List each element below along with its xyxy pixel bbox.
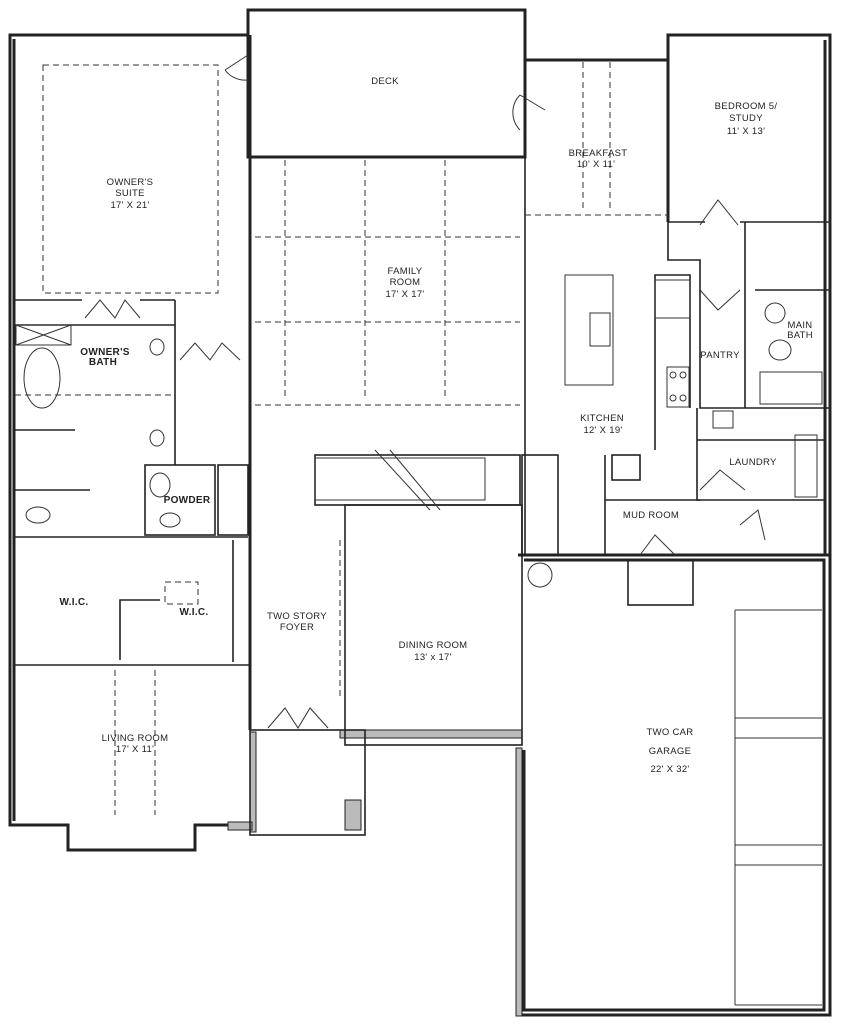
owners-bath-label: OWNER'S (80, 347, 130, 358)
ceiling-lines (15, 62, 668, 815)
pantry-label: PANTRY (700, 350, 740, 361)
wic-label-1: W.I.C. (59, 597, 88, 608)
garage-dims: 22' X 32' (650, 764, 689, 775)
family-room-label-2: ROOM (390, 277, 421, 288)
powder-label: POWDER (164, 495, 211, 506)
mud-room-label: MUD ROOM (623, 510, 679, 521)
owners-suite-label-2: SUITE (115, 188, 144, 199)
family-room-dims: 17' X 17' (385, 289, 424, 300)
dining-room-label: DINING ROOM (399, 640, 468, 651)
foyer-label-2: FOYER (280, 622, 314, 633)
dining-room-dims: 13' x 17' (414, 652, 452, 663)
bedroom5-dims: 11' X 13' (727, 126, 765, 137)
owners-bath-label-2: BATH (89, 357, 117, 368)
bedroom5-label-2: STUDY (729, 113, 763, 124)
kitchen-label: KITCHEN (580, 413, 624, 424)
stair (314, 449, 486, 511)
kitchen-dims: 12' X 19' (583, 425, 622, 436)
main-bath-label-2: BATH (787, 330, 813, 341)
main-bath-label: MAIN (788, 320, 813, 331)
garage-label-2: GARAGE (649, 746, 691, 757)
owners-suite-label: OWNER'S (107, 177, 154, 188)
deck-label: DECK (371, 76, 399, 87)
garage-label: TWO CAR (647, 727, 694, 738)
interior-walls (15, 35, 830, 836)
fixtures (15, 274, 823, 1006)
living-room-label: LIVING ROOM (102, 733, 169, 744)
doors[interactable] (84, 54, 766, 729)
family-room-label: FAMILY (388, 266, 423, 277)
bedroom5-label: BEDROOM 5/ (715, 101, 778, 112)
wic-label-2: W.I.C. (179, 607, 208, 618)
living-room-dims: 17' X 11' (116, 744, 154, 755)
laundry-label: LAUNDRY (729, 457, 777, 468)
owners-suite-dims: 17' X 21' (110, 200, 149, 211)
breakfast-label: BREAKFAST (569, 148, 628, 159)
room-labels: DECK OWNER'S SUITE 17' X 21' FAMILY ROOM… (59, 76, 812, 775)
breakfast-dims: 10' X 11' (577, 159, 615, 170)
exterior-walls (8, 8, 832, 1017)
foyer-label: TWO STORY (267, 611, 327, 622)
